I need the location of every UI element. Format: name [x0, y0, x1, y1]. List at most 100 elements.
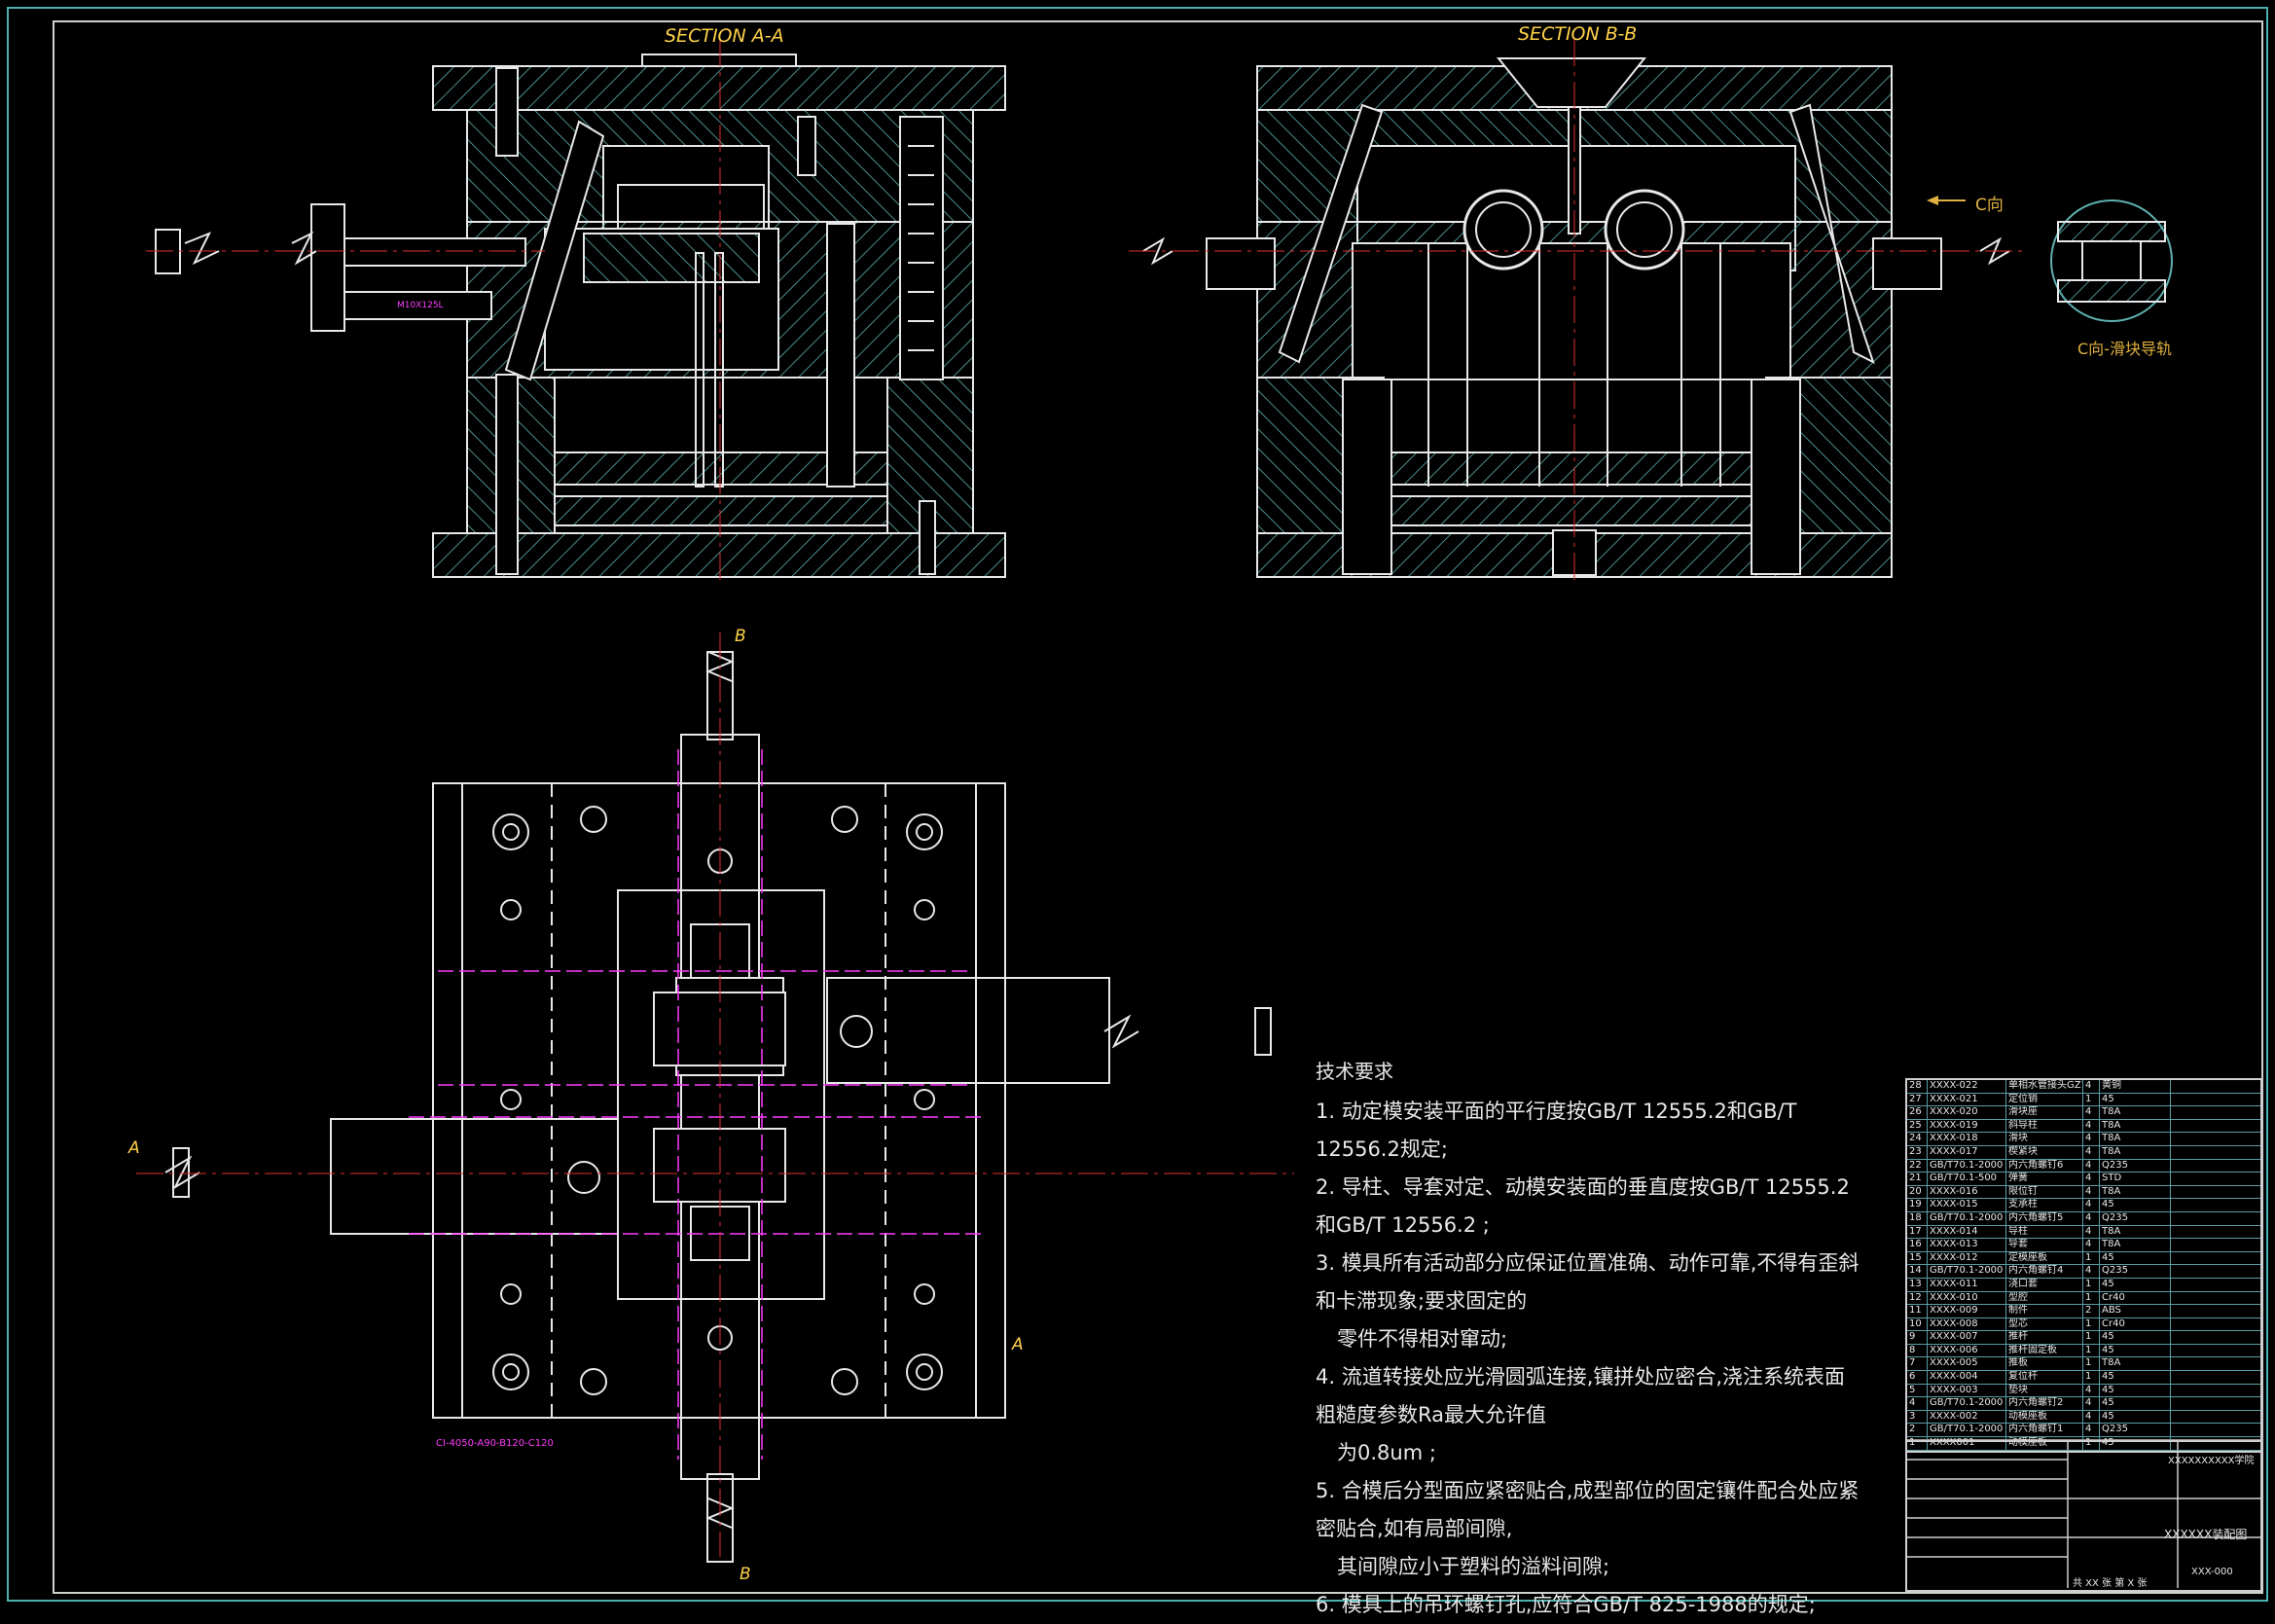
- bom-cell: [2171, 1239, 2260, 1251]
- bom-cell: 45: [2100, 1371, 2171, 1384]
- bom-cell: 弹簧: [2006, 1173, 2083, 1185]
- bom-cell: [2171, 1279, 2260, 1291]
- bom-cell: ABS: [2100, 1305, 2171, 1317]
- bom-cell: XXXX-022: [1928, 1080, 2006, 1093]
- bom-cell: 25: [1907, 1119, 1928, 1133]
- bom-cell: [2171, 1094, 2260, 1106]
- bom-cell: Q235: [2100, 1265, 2171, 1278]
- bom-cell: 4: [2083, 1225, 2100, 1239]
- slide-label: M10X125L: [397, 301, 444, 310]
- bom-cell: XXXX-015: [1928, 1199, 2006, 1211]
- bom-cell: 27: [1907, 1093, 1928, 1106]
- bom-cell: GB/T70.1-2000: [1928, 1397, 2006, 1410]
- view-c-caption: C向-滑块导轨: [2077, 340, 2172, 358]
- bom-cell: XXXX-016: [1928, 1185, 2006, 1199]
- bom-cell: 45: [2100, 1397, 2171, 1410]
- drawing-number: XXX-000: [2191, 1567, 2233, 1577]
- bom-cell: Q235: [2100, 1211, 2171, 1225]
- bom-cell: XXXX-020: [1928, 1106, 2006, 1119]
- tech-item: 3. 模具所有活动部分应保证位置准确、动作可靠,不得有歪斜和卡滞现象;要求固定的: [1316, 1251, 1860, 1313]
- bom-cell: 1: [2083, 1437, 2100, 1450]
- section-b-view: [1142, 57, 2010, 578]
- tech-item: 5. 合模后分型面应紧密贴合,成型部位的固定镶件配合处应紧密贴合,如有局部间隙,: [1316, 1479, 1860, 1540]
- bom-cell: [2171, 1173, 2260, 1185]
- bom-cell: XXXX-011: [1928, 1278, 2006, 1291]
- bom-cell: [2171, 1106, 2260, 1119]
- bom-cell: 定模座板: [2006, 1251, 2083, 1265]
- bom-cell: 24: [1907, 1133, 1928, 1145]
- bom-cell: [2171, 1357, 2260, 1370]
- bom-cell: [2171, 1397, 2260, 1410]
- bom-cell: STD: [2100, 1173, 2171, 1185]
- bom-cell: [2171, 1212, 2260, 1225]
- bom-cell: XXXX-021: [1928, 1093, 2006, 1106]
- bom-cell: 型芯: [2006, 1317, 2083, 1331]
- bom-cell: XXXX-010: [1928, 1291, 2006, 1305]
- bom-cell: 动模座板: [2006, 1437, 2083, 1450]
- bom-cell: [2171, 1292, 2260, 1305]
- bom-cell: 4: [2083, 1106, 2100, 1119]
- bom-cell: T8A: [2100, 1185, 2171, 1199]
- bom-cell: 动模座板: [2006, 1410, 2083, 1424]
- bom-cell: 滑块座: [2006, 1106, 2083, 1119]
- tech-item: 1. 动定模安装平面的平行度按GB/T 12555.2和GB/T 12556.2…: [1316, 1100, 1797, 1161]
- bom-cell: 黄铜: [2100, 1080, 2171, 1093]
- bom-cell: Cr40: [2100, 1317, 2171, 1331]
- bom-cell: T8A: [2100, 1357, 2171, 1371]
- school-name: XXXXXXXXXX学院: [2168, 1456, 2255, 1466]
- bom-cell: XXXX-006: [1928, 1344, 2006, 1357]
- bom-cell: [2171, 1252, 2260, 1265]
- bom-cell: XXXX-002: [1928, 1410, 2006, 1424]
- bom-cell: 1: [2083, 1291, 2100, 1305]
- bom-cell: [2171, 1331, 2260, 1344]
- bom-cell: 45: [2100, 1251, 2171, 1265]
- bom-cell: 8: [1907, 1344, 1928, 1357]
- bom-cell: 7: [1907, 1357, 1928, 1371]
- bom-cell: 推板: [2006, 1357, 2083, 1371]
- bom-cell: XXXX-008: [1928, 1317, 2006, 1331]
- bom-cell: 内六角螺钉2: [2006, 1397, 2083, 1410]
- sheet-count: 共 XX 张 第 X 张: [2073, 1578, 2148, 1589]
- view-c-detail: [1927, 196, 2173, 322]
- bom-cell: XXXX-013: [1928, 1239, 2006, 1251]
- bom-cell: 45: [2100, 1344, 2171, 1357]
- bom-cell: 1: [2083, 1331, 2100, 1344]
- bom-cell: [2171, 1385, 2260, 1397]
- bom-cell: 9: [1907, 1331, 1928, 1344]
- bom-cell: T8A: [2100, 1145, 2171, 1159]
- bom-cell: [2171, 1226, 2260, 1239]
- bom-cell: XXXX-004: [1928, 1371, 2006, 1384]
- bom-cell: 楔紧块: [2006, 1145, 2083, 1159]
- bom-cell: 23: [1907, 1145, 1928, 1159]
- bom-cell: [2171, 1305, 2260, 1317]
- bom-cell: 11: [1907, 1305, 1928, 1317]
- bom-cell: [2171, 1133, 2260, 1145]
- bom-cell: 45: [2100, 1384, 2171, 1397]
- bom-cell: 斜导柱: [2006, 1119, 2083, 1133]
- bom-cell: GB/T70.1-2000: [1928, 1211, 2006, 1225]
- bom-cell: 浇口套: [2006, 1278, 2083, 1291]
- bom-cell: Q235: [2100, 1159, 2171, 1173]
- bom-cell: 4: [2083, 1410, 2100, 1424]
- bom-cell: 内六角螺钉1: [2006, 1424, 2083, 1437]
- bom-cell: 18: [1907, 1211, 1928, 1225]
- bom-cell: XXXX-018: [1928, 1133, 2006, 1145]
- outer-frame: [7, 7, 2268, 1602]
- tech-item: 4. 流道转接处应光滑圆弧连接,镶拼处应密合,浇注系统表面粗糙度参数Ra最大允许…: [1316, 1365, 1846, 1426]
- bom-cell: 导柱: [2006, 1225, 2083, 1239]
- bom-cell: 16: [1907, 1239, 1928, 1251]
- bom-cell: 复位杆: [2006, 1371, 2083, 1384]
- marker-b-top: B: [735, 627, 746, 646]
